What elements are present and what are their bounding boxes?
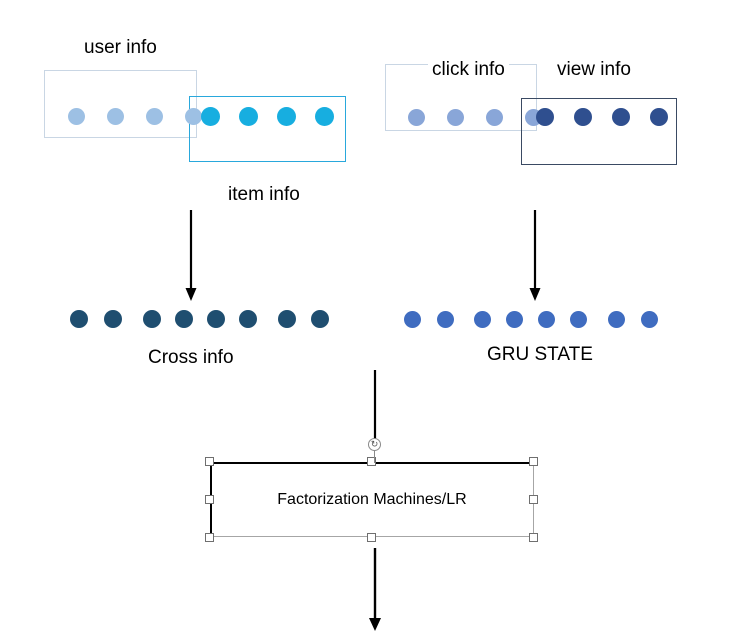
item-dot bbox=[201, 107, 220, 126]
arrow-cross-to-model bbox=[368, 370, 382, 442]
item-info-label: item info bbox=[228, 184, 300, 205]
gru-state-label: GRU STATE bbox=[487, 344, 593, 365]
resize-handle-bottom-left[interactable] bbox=[205, 533, 214, 542]
user-dot bbox=[68, 108, 85, 125]
cross-dot bbox=[143, 310, 161, 328]
view-dot bbox=[574, 108, 592, 126]
arrow-item-to-cross bbox=[180, 210, 202, 302]
item-dot bbox=[277, 107, 296, 126]
view-dot bbox=[650, 108, 668, 126]
rotate-icon[interactable]: ↻ bbox=[368, 438, 381, 451]
item-info-box[interactable] bbox=[189, 96, 346, 162]
cross-dot bbox=[175, 310, 193, 328]
click-info-label: click info bbox=[428, 60, 509, 79]
view-dot bbox=[612, 108, 630, 126]
user-dot bbox=[107, 108, 124, 125]
cross-dot bbox=[278, 310, 296, 328]
resize-handle-bottom-center[interactable] bbox=[367, 533, 376, 542]
resize-handle-top-center[interactable] bbox=[367, 457, 376, 466]
resize-handle-bottom-right[interactable] bbox=[529, 533, 538, 542]
arrow-view-to-gru bbox=[524, 210, 546, 302]
view-info-label: view info bbox=[557, 59, 631, 80]
user-dot bbox=[185, 108, 202, 125]
item-info-dots bbox=[201, 107, 334, 126]
gru-dot bbox=[570, 311, 587, 328]
arrow-model-out bbox=[364, 548, 386, 632]
gru-dot bbox=[608, 311, 625, 328]
resize-handle-top-left[interactable] bbox=[205, 457, 214, 466]
gru-dot bbox=[437, 311, 454, 328]
gru-dot bbox=[506, 311, 523, 328]
gru-dot bbox=[474, 311, 491, 328]
rotation-stem bbox=[374, 450, 375, 463]
cross-info-label: Cross info bbox=[148, 347, 234, 368]
model-shape[interactable]: Factorization Machines/LR bbox=[205, 457, 538, 542]
resize-handle-middle-left[interactable] bbox=[205, 495, 214, 504]
rotate-glyph: ↻ bbox=[370, 439, 379, 449]
cross-dot bbox=[207, 310, 225, 328]
item-dot bbox=[239, 107, 258, 126]
user-info-label: user info bbox=[84, 37, 157, 58]
cross-dot bbox=[239, 310, 257, 328]
gru-state-dots bbox=[404, 311, 658, 328]
view-info-box[interactable] bbox=[521, 98, 677, 165]
click-dot bbox=[447, 109, 464, 126]
user-info-box[interactable] bbox=[44, 70, 197, 138]
click-dot bbox=[486, 109, 503, 126]
gru-dot bbox=[538, 311, 555, 328]
cross-dot bbox=[311, 310, 329, 328]
resize-handle-middle-right[interactable] bbox=[529, 495, 538, 504]
gru-dot bbox=[404, 311, 421, 328]
click-dot bbox=[408, 109, 425, 126]
view-dot bbox=[536, 108, 554, 126]
click-info-dots bbox=[408, 109, 542, 126]
item-dot bbox=[315, 107, 334, 126]
model-label: Factorization Machines/LR bbox=[277, 490, 467, 508]
resize-handle-top-right[interactable] bbox=[529, 457, 538, 466]
cross-dot bbox=[70, 310, 88, 328]
view-info-dots bbox=[536, 108, 668, 126]
user-info-dots bbox=[68, 108, 202, 125]
gru-dot bbox=[641, 311, 658, 328]
user-dot bbox=[146, 108, 163, 125]
cross-info-dots bbox=[70, 310, 329, 328]
cross-dot bbox=[104, 310, 122, 328]
